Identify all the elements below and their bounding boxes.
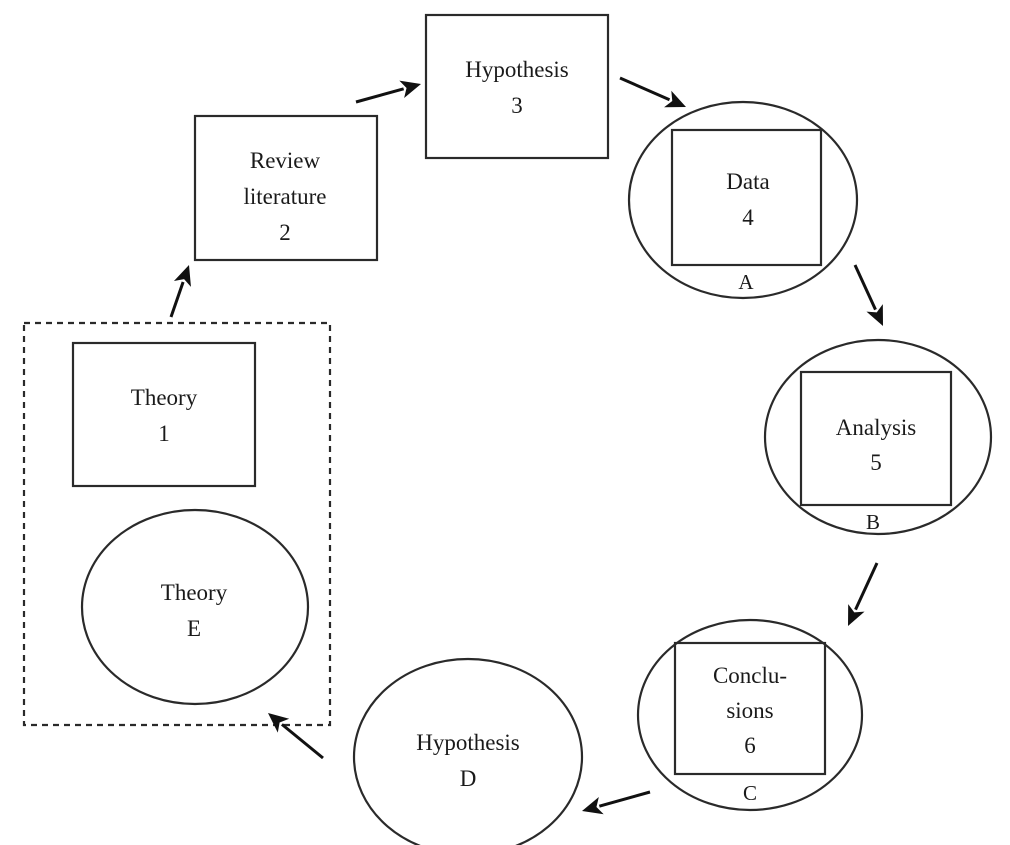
conclusions-6-label-line1: Conclu- bbox=[713, 663, 787, 688]
arrowhead-icon bbox=[848, 604, 865, 626]
arrowhead-icon bbox=[582, 796, 604, 815]
node-conclusions-6: Conclu- sions 6 C bbox=[636, 618, 864, 812]
node-review-literature-2: Review literature 2 bbox=[193, 114, 379, 262]
analysis-5-label-line1: Analysis bbox=[836, 415, 917, 440]
theory-e-label-line1: Theory bbox=[161, 580, 228, 605]
arrow-hypothesis-3-to-data-4 bbox=[619, 76, 686, 108]
arrow-shaft bbox=[853, 264, 877, 311]
review-literature-box bbox=[193, 114, 379, 262]
conclusions-6-label-line3: 6 bbox=[744, 733, 756, 758]
theory-1-box bbox=[71, 341, 257, 488]
review-literature-label-line2: literature bbox=[243, 184, 326, 209]
data-ellipse-a bbox=[627, 100, 859, 300]
node-analysis-5: Analysis 5 B bbox=[763, 338, 993, 536]
hypothesis-d-label-line2: D bbox=[460, 766, 477, 791]
analysis-5-label-line2: 5 bbox=[870, 450, 882, 475]
theory-group: Theory 1 Theory E bbox=[22, 321, 332, 727]
conclusions-ellipse-letter-c: C bbox=[743, 781, 757, 805]
data-ellipse-letter-a: A bbox=[738, 270, 754, 294]
theory-e-ellipse bbox=[80, 508, 310, 706]
arrowhead-icon bbox=[268, 713, 290, 733]
arrow-analysis-5-to-conclusions-6 bbox=[848, 562, 879, 626]
arrow-shaft bbox=[854, 562, 879, 611]
theory-group-dashed-border bbox=[22, 321, 332, 727]
node-hypothesis-3: Hypothesis 3 bbox=[424, 13, 610, 160]
node-data-4: Data 4 A bbox=[627, 100, 859, 300]
arrow-shaft bbox=[355, 87, 405, 104]
arrow-shaft bbox=[619, 76, 671, 102]
hypothesis-d-ellipse bbox=[352, 657, 584, 845]
arrowhead-icon bbox=[399, 80, 421, 99]
arrow-theory-group-to-review-literature-2 bbox=[169, 265, 191, 318]
analysis-5-box bbox=[799, 370, 953, 507]
conclusions-6-box bbox=[673, 641, 827, 776]
arrow-data-4-to-analysis-5 bbox=[853, 264, 883, 326]
arrow-review-literature-2-to-hypothesis-3 bbox=[355, 80, 421, 104]
hypothesis-3-label-line1: Hypothesis bbox=[465, 57, 569, 82]
data-4-label-line2: 4 bbox=[742, 205, 754, 230]
arrowhead-icon bbox=[866, 304, 883, 326]
arrowhead-icon bbox=[664, 90, 686, 108]
review-literature-label-line3: 2 bbox=[279, 220, 291, 245]
arrowhead-icon bbox=[173, 265, 191, 287]
node-theory-1: Theory 1 bbox=[71, 341, 257, 488]
arrow-hypothesis-d-to-theory-group bbox=[268, 713, 324, 760]
arrow-shaft bbox=[280, 723, 324, 760]
conclusions-ellipse-c bbox=[636, 618, 864, 812]
hypothesis-d-label-line1: Hypothesis bbox=[416, 730, 520, 755]
data-4-label-line1: Data bbox=[726, 169, 769, 194]
theory-1-label-line1: Theory bbox=[131, 385, 198, 410]
arrow-shaft bbox=[598, 790, 651, 808]
conclusions-6-label-line2: sions bbox=[726, 698, 773, 723]
node-theory-e: Theory E bbox=[80, 508, 310, 706]
analysis-ellipse-b bbox=[763, 338, 993, 536]
analysis-ellipse-letter-b: B bbox=[866, 510, 880, 534]
hypothesis-3-box bbox=[424, 13, 610, 160]
arrows-layer bbox=[169, 76, 883, 815]
arrow-shaft bbox=[169, 281, 185, 318]
data-4-box bbox=[670, 128, 823, 267]
arrow-conclusions-6-to-hypothesis-d bbox=[582, 790, 651, 815]
theory-e-label-line2: E bbox=[187, 616, 201, 641]
review-literature-label-line1: Review bbox=[250, 148, 321, 173]
theory-1-label-line2: 1 bbox=[158, 421, 170, 446]
node-hypothesis-d: Hypothesis D bbox=[352, 657, 584, 845]
hypothesis-3-label-line2: 3 bbox=[511, 93, 523, 118]
